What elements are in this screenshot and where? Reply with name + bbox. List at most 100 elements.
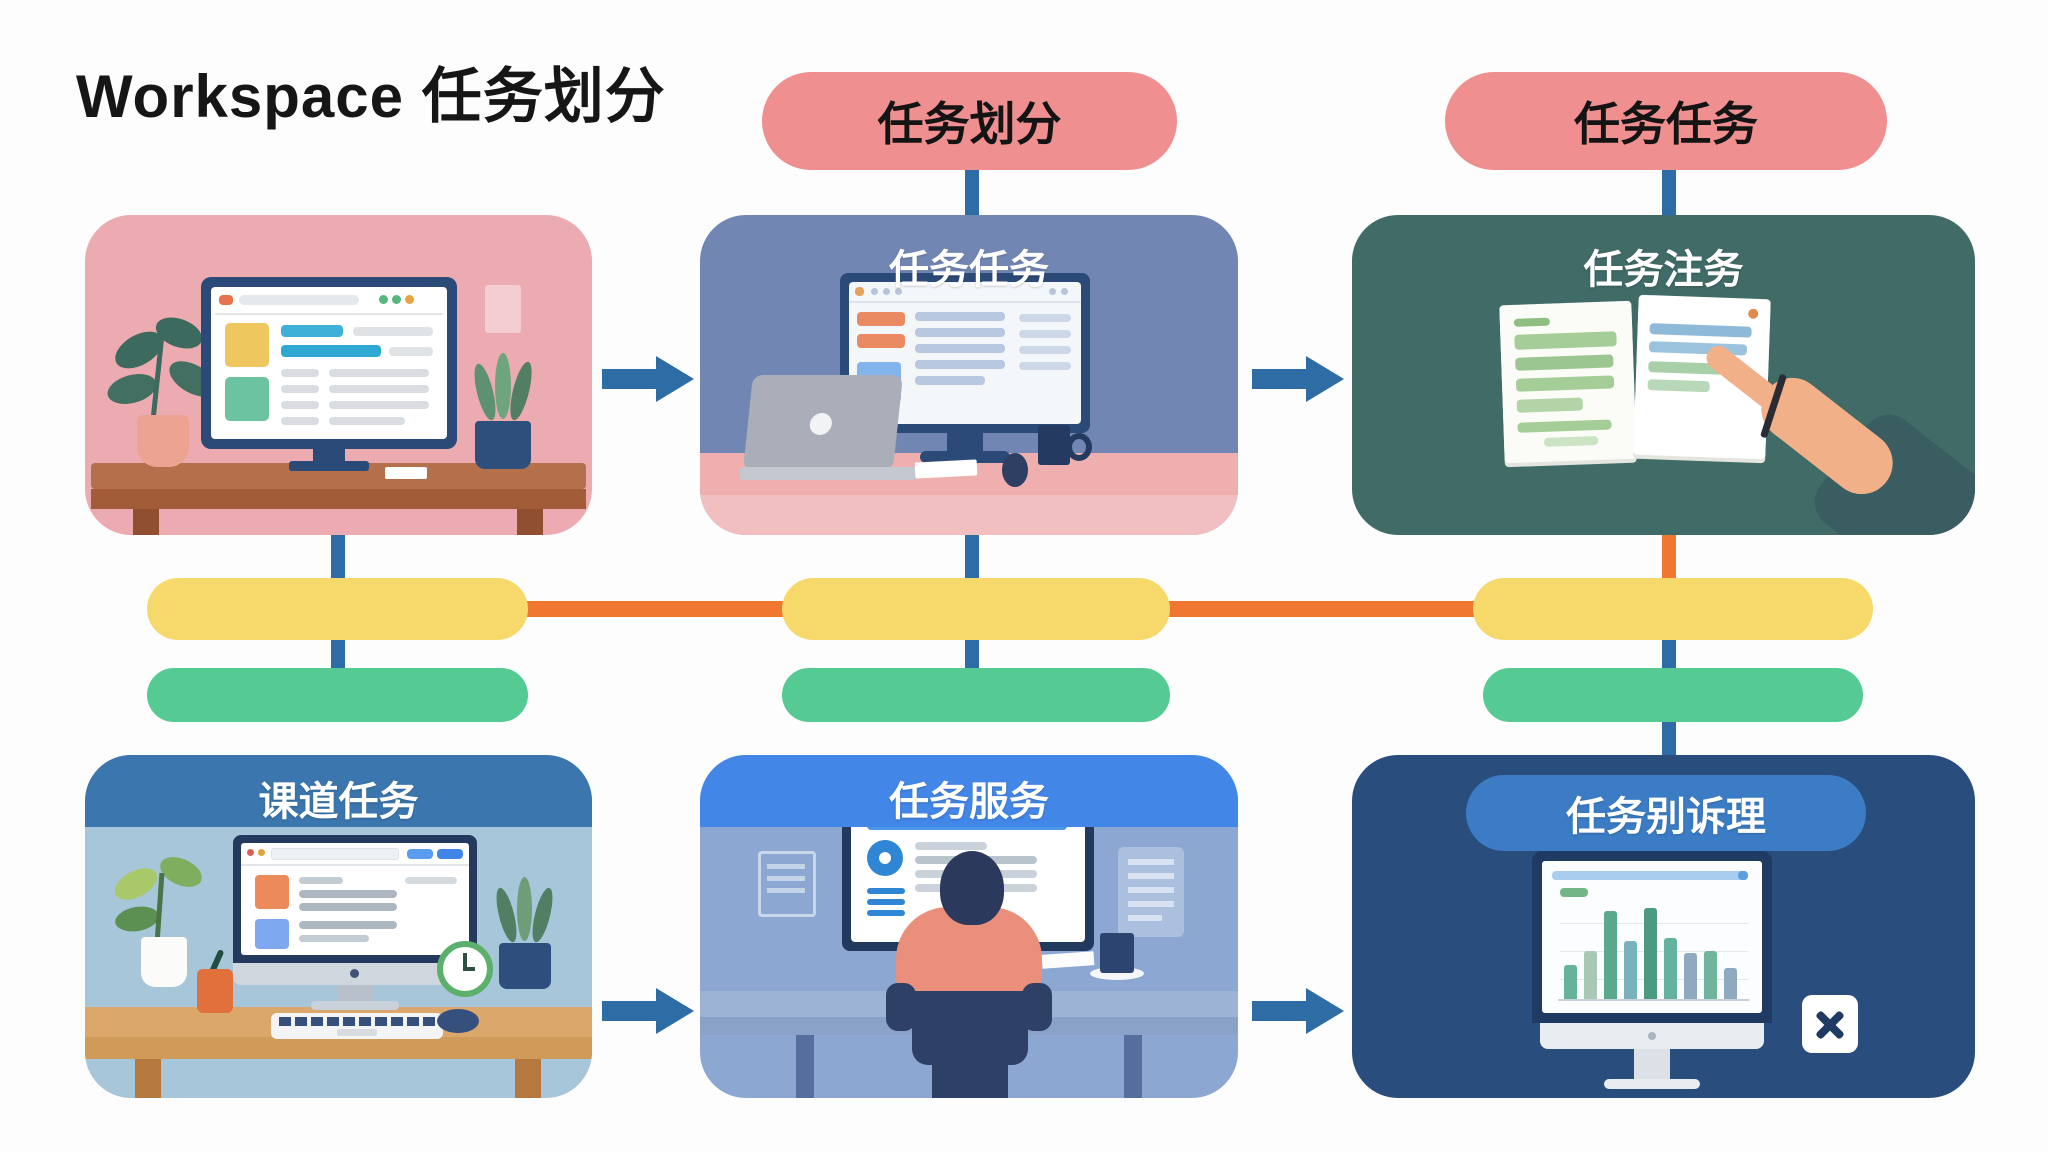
monitor-screen: [211, 287, 447, 439]
progress-bar: [1552, 871, 1748, 880]
panel-header: [85, 755, 592, 827]
avatar-circle-inner: [879, 852, 891, 864]
plant-stem: [154, 872, 165, 944]
text-bar: [915, 344, 1005, 353]
text-bar: [299, 921, 397, 929]
text-bar: [1019, 330, 1071, 338]
desk-leg: [517, 509, 543, 535]
desk-edge: [700, 495, 1238, 535]
text-bar: [299, 877, 343, 884]
chair-armrest: [886, 983, 916, 1031]
wall-note-icon: [758, 851, 816, 917]
chart-bar: [1624, 941, 1637, 999]
toolbar-icon: [1061, 288, 1068, 295]
menu-line: [867, 899, 905, 905]
window-dot: [392, 295, 401, 304]
arrow-right-icon: [1252, 988, 1344, 1034]
chair-seat: [932, 1061, 1008, 1098]
chart-bar: [1704, 951, 1717, 999]
monitor-base: [311, 1001, 399, 1010]
panel-label: 任务任务: [889, 248, 1049, 292]
text-bar: [329, 417, 405, 425]
keyboard-keys: [279, 1017, 435, 1026]
text-bar: [1516, 397, 1584, 413]
panel-top-right: 任务注务: [1352, 215, 1975, 535]
desk-leg: [796, 1035, 814, 1098]
text-bar: [915, 360, 1005, 369]
text-bar: [1128, 859, 1174, 865]
text-bar: [281, 401, 319, 409]
toolbar-icon: [1049, 288, 1056, 295]
desk-leg: [135, 1059, 161, 1098]
divider: [849, 301, 1081, 303]
plant-icon: [113, 903, 161, 935]
node-pill-green-2: [782, 668, 1170, 722]
clock-hand: [463, 953, 467, 971]
monitor-logo: [1648, 1032, 1656, 1040]
text-bar: [1515, 354, 1614, 371]
plant-pot: [141, 937, 187, 987]
text-bar: [767, 876, 805, 881]
toolbar-icon: [871, 288, 878, 295]
toolbar-icon: [855, 287, 864, 296]
mug-icon: [1038, 425, 1070, 465]
desk-leg: [133, 509, 159, 535]
browser-dot: [258, 849, 265, 856]
desk-leg: [515, 1059, 541, 1098]
text-bar: [1513, 317, 1551, 327]
legend-chip: [1560, 888, 1588, 897]
plant-pot: [499, 943, 551, 989]
text-bar: [329, 385, 429, 393]
thumbnail-yellow: [225, 323, 269, 367]
monitor-screen: [1542, 861, 1762, 1013]
text-bar: [1517, 419, 1612, 433]
thumbnail-blue: [255, 919, 289, 949]
chart-bar: [1724, 968, 1737, 999]
plant-icon: [495, 353, 511, 419]
text-bar: [1128, 873, 1174, 879]
window-dot: [405, 295, 414, 304]
monitor-icon: [201, 277, 457, 449]
text-bar: [281, 385, 319, 393]
accent-dot: [1748, 308, 1759, 319]
text-bar: [1543, 435, 1599, 447]
paper-icon: [385, 467, 427, 479]
plant-pot: [137, 415, 189, 467]
laptop-base: [740, 467, 916, 480]
toolbar-icon: [883, 288, 890, 295]
text-bar: [1019, 314, 1071, 322]
text-bar: [299, 935, 369, 942]
plant-icon: [109, 861, 163, 907]
clock-hand: [463, 967, 475, 971]
monitor-stand: [947, 433, 983, 453]
text-bar: [1128, 887, 1174, 893]
laptop-icon: [743, 375, 903, 470]
chart-bar: [1664, 937, 1677, 999]
chart-bar: [1644, 907, 1657, 999]
text-bar: [915, 312, 1005, 321]
text-bar: [281, 325, 343, 337]
text-bar: [281, 345, 381, 357]
divider: [241, 864, 469, 866]
text-bar: [329, 369, 429, 377]
text-bar: [1647, 379, 1710, 393]
toolbar-icon: [895, 288, 902, 295]
monitor-icon: [1532, 851, 1772, 1023]
text-bar: [1514, 331, 1617, 350]
panel-label: 任务别诉理: [1566, 795, 1766, 839]
desk-edge: [85, 1037, 592, 1059]
thumbnail-teal: [225, 377, 269, 421]
monitor-chin: [1540, 1023, 1764, 1049]
connector-line: [515, 601, 795, 617]
chart-bar: [1564, 965, 1577, 999]
page-title: Workspace 任务划分: [76, 63, 666, 130]
panel-title-pill: 任务别诉理: [1466, 775, 1866, 851]
monitor-base: [920, 451, 1010, 463]
text-bar: [1019, 362, 1071, 370]
text-bar: [281, 369, 319, 377]
node-pill-top-2: 任务任务: [1445, 72, 1887, 170]
chart-bar: [1584, 951, 1597, 999]
panel-label: 课道任务: [258, 780, 419, 824]
chart-bar: [1604, 910, 1617, 999]
monitor-chin: [233, 963, 477, 985]
